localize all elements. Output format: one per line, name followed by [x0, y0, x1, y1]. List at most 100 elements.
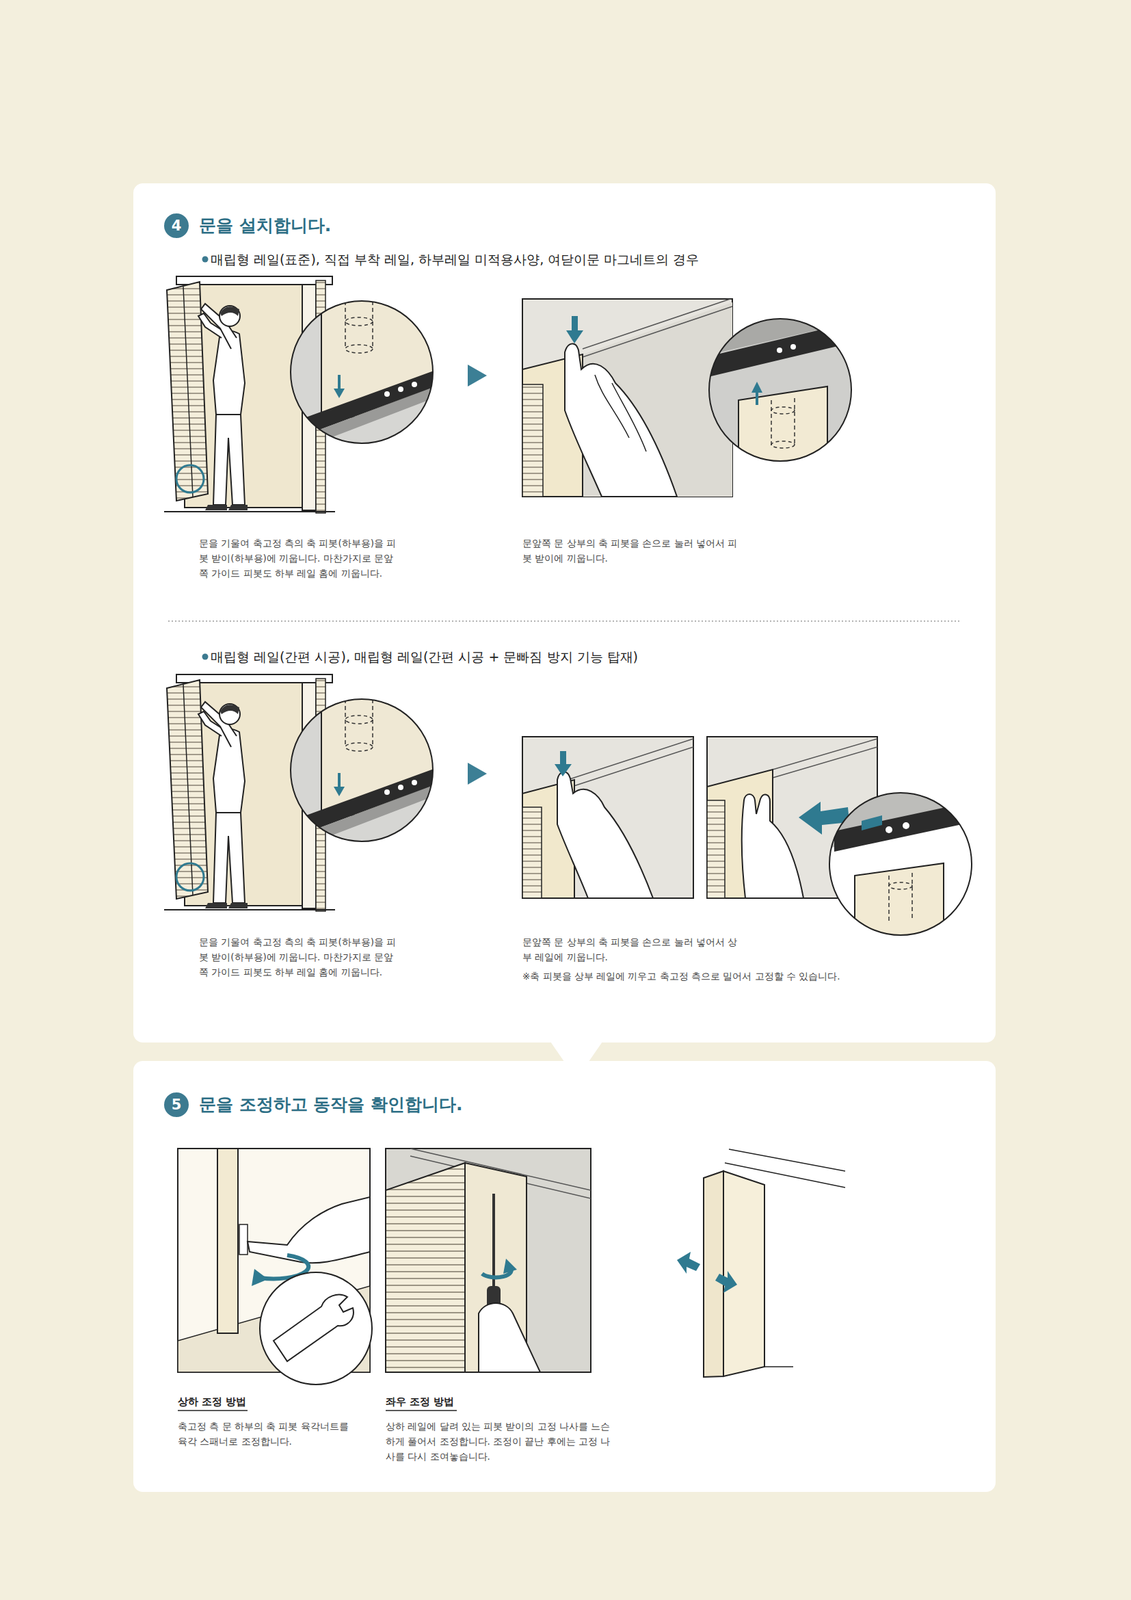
step-arrow	[467, 762, 487, 785]
subheading: 매립형 레일(표준), 직접 부착 레일, 하부레일 미적용사양, 여닫이문 마…	[210, 250, 699, 269]
wrench-figure	[239, 1223, 248, 1255]
step-number: 4	[164, 213, 189, 238]
screwdriver-figure	[478, 1302, 541, 1372]
bullet	[202, 256, 209, 263]
zoom-detail	[704, 287, 855, 472]
folding-door	[723, 1170, 765, 1376]
hand-figure	[522, 298, 733, 497]
step-heading: 문을 설치합니다.	[198, 213, 331, 238]
bullet	[202, 653, 209, 660]
method-caption: 상하 레일에 달려 있는 피봇 받이의 고정 나사를 느슨하게 풀어서 조정합니…	[385, 1418, 612, 1464]
step-caption-holder: 문을 기울여 축고정 측의 축 피봇(하부용)을 피봇 받이(하부용)에 끼웁니…	[198, 535, 398, 581]
screwdriver-figure	[385, 1162, 465, 1372]
zoom-detail	[790, 343, 796, 350]
zoom-detail	[711, 321, 855, 377]
zoom-detail	[755, 391, 759, 405]
method-caption-holder: 축고정 측 문 하부의 축 피봇 육각너트를 육각 스패너로 조정합니다.	[177, 1418, 349, 1449]
separator	[168, 620, 961, 622]
hand-figure	[772, 738, 878, 770]
hand-figure	[772, 746, 878, 778]
underline	[385, 1409, 457, 1411]
step-number-text: 5	[171, 1096, 182, 1113]
hand-figure	[554, 763, 572, 777]
note: ※축 피봇을 상부 레일에 끼우고 축고정 측으로 밀어서 고정할 수 있습니다…	[522, 968, 841, 984]
wrench-figure	[259, 1271, 372, 1385]
zoom-detail	[771, 406, 795, 414]
zoom-detail	[287, 692, 445, 848]
zoom-detail	[751, 381, 763, 393]
folding-door	[703, 1170, 724, 1377]
step-panel: 문을 조정하고 동작을 확인합니다. 5 상하 조정 방법축고정 측 문 하부의 축…	[133, 1060, 996, 1492]
installer-figure	[205, 504, 248, 511]
subheading-holder: 매립형 레일(표준), 직접 부착 레일, 하부레일 미적용사양, 여닫이문 마…	[210, 250, 699, 269]
step-heading-holder: 문을 조정하고 동작을 확인합니다.	[198, 1092, 463, 1117]
hand-figure	[560, 750, 567, 765]
hand-figure	[582, 298, 733, 349]
step-caption-holder: 문앞쪽 문 상부의 축 피봇을 손으로 눌러 넣어서 상부 레일에 끼웁니다.	[522, 934, 738, 965]
method-title: 상하 조정 방법	[177, 1394, 247, 1408]
hand-figure	[741, 793, 804, 898]
screwdriver-figure	[503, 1258, 517, 1274]
note-holder: ※축 피봇을 상부 레일에 끼우고 축고정 측으로 밀어서 고정할 수 있습니다…	[522, 968, 841, 984]
wrench-figure	[247, 1196, 370, 1263]
step-heading-holder: 문을 설치합니다.	[198, 213, 331, 238]
method-caption: 축고정 측 문 하부의 축 피봇 육각너트를 육각 스패너로 조정합니다.	[177, 1418, 349, 1449]
underline	[177, 1409, 248, 1411]
hand-figure	[566, 330, 584, 344]
folding-door	[715, 1270, 738, 1293]
installer-figure	[219, 305, 241, 327]
wrench-figure	[273, 1294, 354, 1361]
screwdriver-figure	[492, 1193, 496, 1286]
step-number: 5	[164, 1092, 189, 1117]
zoom-detail	[829, 792, 972, 935]
step-caption: 문앞쪽 문 상부의 축 피봇을 손으로 눌러 넣어서 피봇 받이에 끼웁니다.	[522, 535, 738, 566]
method-caption-holder: 상하 레일에 달려 있는 피봇 받이의 고정 나사를 느슨하게 풀어서 조정합니…	[385, 1418, 612, 1464]
hand-figure	[567, 738, 694, 780]
hand-figure	[522, 738, 694, 898]
method-title-holder: 좌우 조정 방법	[385, 1394, 455, 1408]
folding-door	[764, 1365, 794, 1367]
step-caption: 문앞쪽 문 상부의 축 피봇을 손으로 눌러 넣어서 상부 레일에 끼웁니다.	[522, 934, 738, 965]
zoom-detail	[861, 815, 883, 831]
illustration	[133, 183, 996, 1043]
hand-figure	[522, 384, 543, 497]
zoom-detail	[345, 300, 373, 349]
screwdriver-figure	[385, 1148, 591, 1372]
step-arrow	[467, 364, 487, 387]
zoom-detail	[287, 294, 445, 450]
hand-figure	[582, 306, 733, 357]
hand-figure	[594, 374, 647, 452]
wrench-figure	[251, 1268, 269, 1286]
installer-figure	[176, 464, 204, 493]
step-caption-holder: 문을 기울여 축고정 측의 축 피봇(하부용)을 피봇 받이(하부용)에 끼웁니…	[198, 934, 398, 980]
hand-figure	[522, 736, 694, 898]
method-title-holder: 상하 조정 방법	[177, 1394, 247, 1408]
zoom-detail	[290, 300, 433, 444]
method-title: 좌우 조정 방법	[385, 1394, 455, 1408]
subheading: 매립형 레일(간편 시공), 매립형 레일(간편 시공 + 문빠짐 방지 기능 …	[210, 647, 638, 666]
zoom-detail	[771, 397, 795, 448]
screwdriver-figure	[385, 1148, 591, 1372]
folding-door	[676, 1251, 701, 1274]
zoom-detail	[333, 388, 345, 398]
step-heading: 문을 조정하고 동작을 확인합니다.	[198, 1092, 463, 1117]
installer-figure	[164, 510, 336, 513]
step-panel: 문을 설치합니다. 4 매립형 레일(표준), 직접 부착 레일, 하부레일 미적용…	[133, 183, 996, 1043]
zoom-detail	[287, 294, 445, 450]
zoom-detail	[902, 821, 910, 829]
installer-figure	[220, 306, 240, 316]
zoom-detail	[854, 862, 944, 944]
wrench-figure	[177, 1148, 372, 1385]
hand-figure	[571, 315, 578, 331]
zoom-detail	[776, 347, 783, 353]
zoom-detail	[827, 786, 978, 944]
step-caption-holder: 문앞쪽 문 상부의 축 피봇을 손으로 눌러 넣어서 피봇 받이에 끼웁니다.	[522, 535, 738, 566]
zoom-detail	[397, 386, 404, 392]
step-number-text: 4	[171, 217, 182, 234]
hand-figure	[522, 736, 694, 898]
zoom-detail	[888, 882, 913, 889]
zoom-detail	[827, 786, 978, 944]
zoom-detail	[771, 441, 795, 448]
step-caption: 문을 기울여 축고정 측의 축 피봇(하부용)을 피봇 받이(하부용)에 끼웁니…	[198, 934, 398, 980]
hand-figure	[522, 806, 542, 898]
